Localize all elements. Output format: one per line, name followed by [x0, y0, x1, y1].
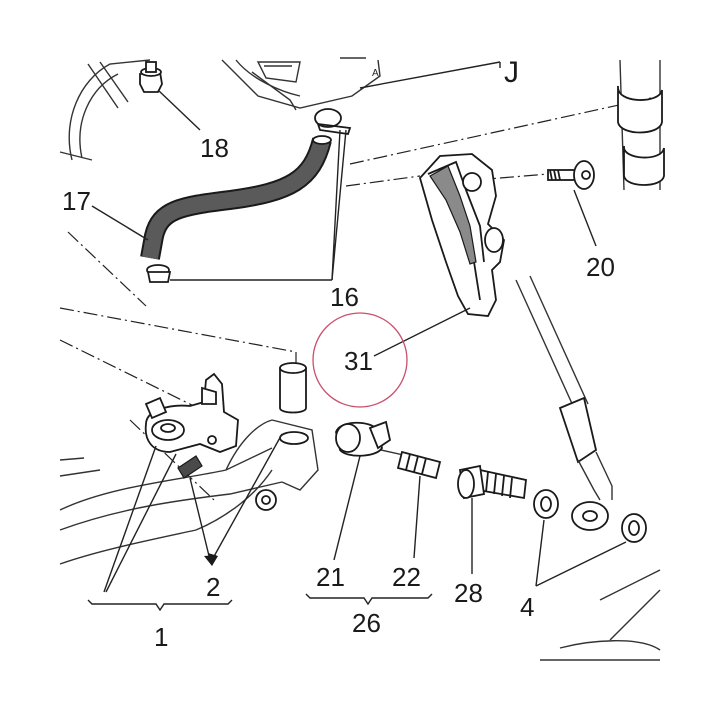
part-21-cap [333, 420, 392, 561]
lower-frame-contour [540, 569, 661, 661]
part-28-bolt [457, 464, 527, 574]
part-22-bleeder [371, 447, 442, 559]
svg-text:A: A [372, 68, 379, 79]
label-part-22: 22 [392, 562, 421, 592]
label-part-18: 18 [200, 133, 229, 163]
label-part-20: 20 [586, 252, 615, 282]
label-part-17: 17 [62, 186, 91, 216]
frame-contour [59, 59, 151, 161]
part-18-grommet [139, 61, 201, 131]
caliper-arm [59, 419, 319, 565]
assembly-axis-lines [59, 95, 661, 501]
label-part-31: 31 [344, 346, 373, 376]
fork-tube [617, 59, 665, 191]
part-1-clamp [144, 372, 239, 453]
label-part-4: 4 [520, 592, 535, 622]
highlight-circle [312, 312, 408, 408]
arm-nut [255, 489, 277, 511]
label-part-1: 1 [154, 622, 169, 652]
label-part-26: 26 [352, 608, 381, 638]
component-j-housing: A [221, 57, 501, 111]
group-bracket-1 [87, 599, 233, 612]
part-20-bolt [547, 160, 597, 247]
label-part-16: 16 [330, 282, 359, 312]
part-17-hose [91, 135, 332, 260]
brake-line [515, 275, 613, 531]
part-4-washers [533, 489, 647, 587]
part-16-upper-clip [314, 108, 352, 135]
part-2-screw-and-bushing [103, 362, 309, 593]
label-part-2: 2 [206, 572, 221, 602]
part-16-lower-clip [146, 129, 347, 283]
label-part-21: 21 [316, 562, 345, 592]
label-component-j: J [504, 56, 519, 89]
part-31-bracket [373, 153, 505, 357]
label-part-28: 28 [454, 578, 483, 608]
group-bracket-26 [305, 593, 433, 606]
